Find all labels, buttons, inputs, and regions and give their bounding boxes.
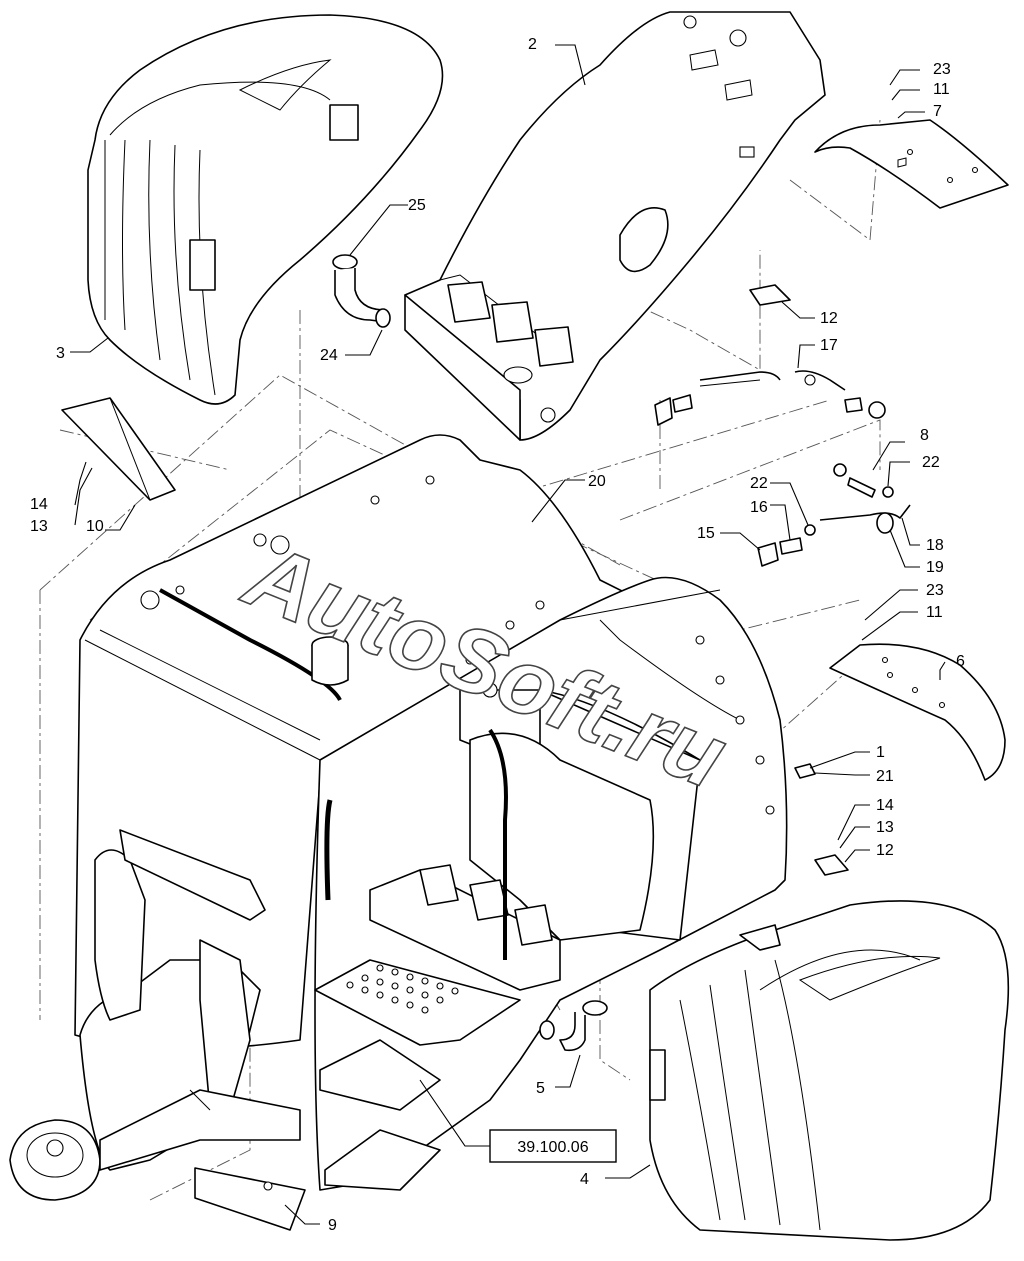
callout-22b: 22 (750, 475, 768, 492)
leader-lines (70, 44, 946, 1225)
callout-13b: 13 (876, 819, 894, 836)
callout-24: 24 (320, 347, 338, 364)
part-2-fender-support (404, 11, 826, 441)
callout-15: 15 (697, 525, 715, 542)
callout-9: 9 (328, 1217, 337, 1234)
callout-11a: 11 (933, 81, 950, 98)
callout-8: 8 (920, 427, 929, 444)
callout-16: 16 (750, 499, 768, 516)
callout-1: 1 (876, 744, 885, 761)
callout-20: 20 (588, 473, 606, 490)
callout-7: 7 (933, 103, 942, 120)
callout-18: 18 (926, 537, 944, 554)
part-10-bracket (61, 397, 176, 501)
callout-19: 19 (926, 559, 944, 576)
callout-3: 3 (56, 345, 65, 362)
callout-25: 25 (408, 197, 426, 214)
step-perforations (346, 964, 459, 1014)
callout-13a: 13 (30, 518, 48, 535)
callout-17: 17 (820, 337, 838, 354)
callout-21: 21 (876, 768, 894, 785)
part-6-panel (829, 643, 1006, 781)
callout-12a: 12 (820, 310, 838, 327)
callout-4: 4 (580, 1171, 589, 1188)
callout-2: 2 (528, 36, 537, 53)
callout-23a: 23 (933, 61, 951, 78)
part-3-left-fender (87, 14, 444, 405)
callout-14b: 14 (876, 797, 894, 814)
reference-box-leader (419, 1079, 490, 1147)
callout-labels: 2 3 25 24 23 11 7 12 17 8 22 18 19 22 16… (30, 36, 965, 1234)
lower-left-chassis (9, 829, 301, 1201)
reference-box-label: 39.100.06 (517, 1139, 588, 1156)
callout-14a: 14 (30, 496, 48, 513)
callout-22a: 22 (922, 454, 940, 471)
small-fittings (332, 254, 911, 1052)
callout-23b: 23 (926, 582, 944, 599)
callout-6: 6 (956, 653, 965, 670)
callout-5: 5 (536, 1080, 545, 1097)
part-9-bracket (194, 1167, 306, 1231)
part-4-right-fender (649, 900, 1010, 1241)
callout-10: 10 (86, 518, 104, 535)
reference-box (489, 1129, 617, 1163)
callout-11b: 11 (926, 604, 943, 621)
part-7-panel (814, 119, 1009, 209)
callout-12b: 12 (876, 842, 894, 859)
